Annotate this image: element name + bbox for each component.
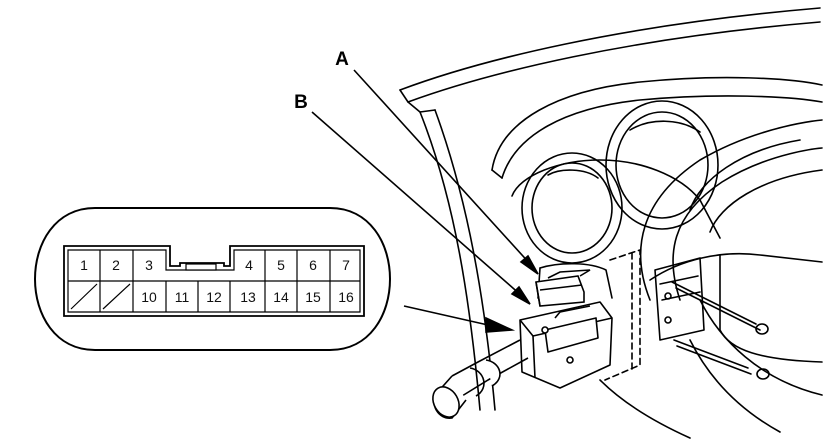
pin-10-label: 10 <box>141 289 157 305</box>
dashboard-illustration <box>399 7 823 439</box>
callout-a-arrowhead <box>519 254 539 275</box>
inset-pointer-arrowhead <box>485 316 516 333</box>
connector-lock-tab <box>185 263 217 271</box>
pin-15-label: 15 <box>305 289 321 305</box>
pin-2-label: 2 <box>112 257 120 273</box>
combination-switch-b <box>432 301 613 419</box>
callout-b-label: B <box>294 92 308 113</box>
connector-inset: 1 2 3 4 5 6 7 10 11 12 13 14 15 16 <box>34 207 391 351</box>
callout-a-label: A <box>335 49 349 70</box>
pin-1-label: 1 <box>80 257 88 273</box>
pin-7-label: 7 <box>342 257 350 273</box>
pin-grid <box>68 250 360 312</box>
pin-12-label: 12 <box>206 289 222 305</box>
callout-b-arrowhead <box>510 285 531 305</box>
pin-11-label: 11 <box>175 289 190 305</box>
connector-a <box>535 269 591 307</box>
pin-6-label: 6 <box>309 257 317 273</box>
pin-4-label: 4 <box>245 257 253 273</box>
pin-3-label: 3 <box>145 257 153 273</box>
pin-16-label: 16 <box>338 289 354 305</box>
pin-14-label: 14 <box>273 289 289 305</box>
callout-leaders <box>311 69 539 333</box>
pin-5-label: 5 <box>277 257 285 273</box>
pin-13-label: 13 <box>240 289 256 305</box>
